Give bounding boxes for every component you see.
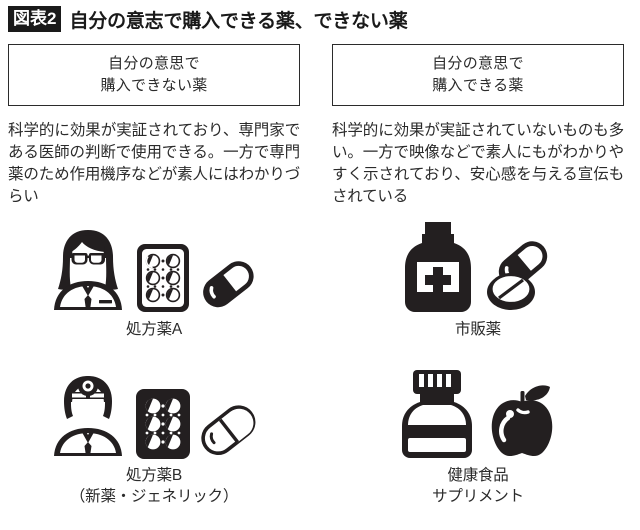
tablet-icon: [487, 272, 535, 310]
column-header-box-left: 自分の意思で 購入できない薬: [8, 44, 300, 106]
item-rx-a-caption: 処方薬A: [8, 320, 300, 341]
item-rx-b-artwork: [8, 368, 300, 460]
caption-line-1: 市販薬: [455, 321, 501, 338]
supplement-bottle-icon: [402, 370, 472, 458]
item-supplement-caption: 健康食品 サプリメント: [332, 466, 624, 508]
column-can-purchase: 自分の意思で 購入できる薬 科学的に効果が実証されていないものも多い。一方で映像…: [332, 44, 624, 224]
blister-pack-dark-icon: [136, 389, 190, 459]
capsule-icon: [201, 405, 256, 456]
column-header-line-1: 自分の意思で: [432, 55, 524, 73]
item-rx-a-artwork: [8, 222, 300, 314]
doctor-icon: [54, 376, 122, 456]
item-rx-a: 処方薬A: [8, 222, 300, 341]
item-otc-artwork: [332, 222, 624, 314]
caption-line-1: 処方薬B: [125, 467, 183, 484]
page-title: 自分の意志で購入できる薬、できない薬: [69, 10, 408, 32]
figure-title-row: 図表2 自分の意志で購入できる薬、できない薬: [8, 4, 408, 34]
column-header-line-1: 自分の意思で: [108, 55, 200, 73]
apple-icon: [491, 385, 553, 457]
caption-line-2: サプリメント: [432, 487, 524, 505]
capsule-icon: [203, 261, 254, 308]
item-rx-b-caption: 処方薬B （新薬・ジェネリック）: [8, 466, 300, 508]
column-header-line-2: 購入できない薬: [100, 77, 208, 94]
column-description-right: 科学的に効果が実証されていないものも多い。一方で映像などで素人にもがわかりやすく…: [332, 122, 624, 205]
column-header-box-right: 自分の意思で 購入できる薬: [332, 44, 624, 106]
capsule-tablet-cluster-icon: [487, 241, 548, 310]
blister-pack-light-icon: [137, 244, 189, 312]
caption-line-2: （新薬・ジェネリック）: [69, 487, 239, 505]
pharmacist-icon: [54, 230, 122, 310]
figure-number-badge: 図表2: [8, 6, 62, 32]
caption-line-1: 健康食品: [447, 467, 509, 484]
item-supplement: 健康食品 サプリメント: [332, 368, 624, 508]
item-otc-caption: 市販薬: [332, 320, 624, 341]
column-description-left: 科学的に効果が実証されており、専門家である医師の判断で使用できる。一方で専門薬の…: [8, 122, 300, 205]
item-rx-b: 処方薬B （新薬・ジェネリック）: [8, 368, 300, 508]
medicine-bottle-cross-icon: [405, 222, 471, 312]
caption-line-1: 処方薬A: [125, 321, 183, 338]
item-supplement-artwork: [332, 368, 624, 460]
column-header-line-2: 購入できる薬: [432, 77, 524, 94]
column-cannot-purchase: 自分の意思で 購入できない薬 科学的に効果が実証されており、専門家である医師の判…: [8, 44, 300, 224]
item-otc: 市販薬: [332, 222, 624, 341]
